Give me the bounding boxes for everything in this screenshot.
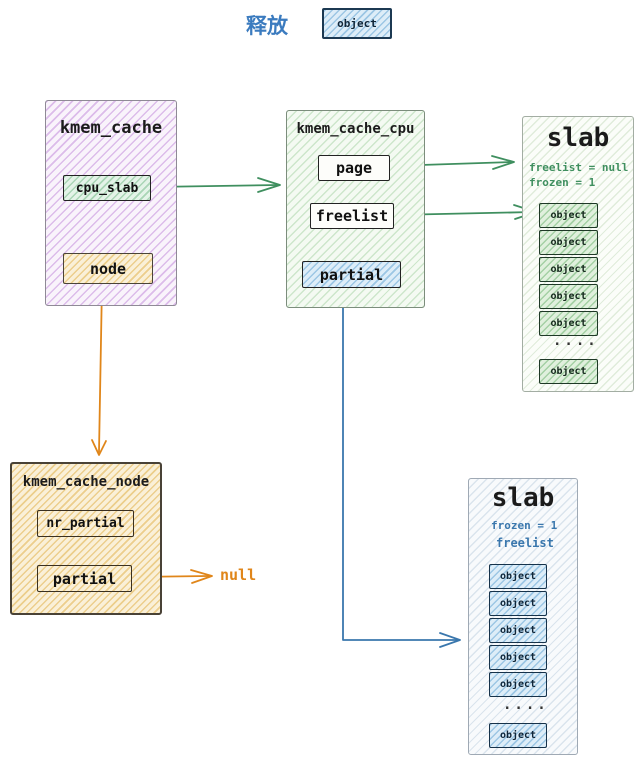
legend-action-label: 释放 [246, 14, 288, 38]
object-label: object [499, 598, 537, 609]
kmem-cache-node-title: kmem_cache_node [22, 474, 150, 490]
kmem-cache-cpu-box: kmem_cache_cpu page freelist partial [286, 110, 425, 308]
slab-top-title: slab [546, 123, 610, 153]
object-label: object [499, 652, 537, 663]
node-label: node [89, 259, 127, 278]
slab-top-object-tail: object [539, 359, 598, 384]
slab-top-object-3: object [539, 284, 598, 309]
slab-top-object-2: object [539, 257, 598, 282]
slab-top-object-0: object [539, 203, 598, 228]
slab-bottom-object-0: object [489, 564, 547, 589]
object-label: object [550, 366, 587, 377]
legend-object-label: object [337, 17, 377, 30]
page-field: page [318, 155, 390, 181]
arrow-partial-to-slab-bottom [342, 287, 461, 648]
node-partial-field: partial [37, 565, 132, 592]
slab-bottom-box: slab frozen = 1 freelist object object o… [468, 478, 578, 755]
freelist-label: freelist [315, 207, 389, 225]
slab-bottom-frozen-state: frozen = 1 [491, 519, 558, 532]
slab-top-freelist-state: freelist = null [529, 161, 629, 174]
slab-bottom-freelist-label: freelist [496, 536, 554, 550]
kmem-cache-box: kmem_cache cpu_slab node [45, 100, 177, 306]
object-label: object [550, 291, 587, 302]
slab-bottom-object-3: object [489, 645, 547, 670]
slab-bottom-object-4: object [489, 672, 547, 697]
cpu-slab-field: cpu_slab [63, 175, 151, 201]
slab-top-box: slab freelist = null frozen = 1 object o… [522, 116, 634, 392]
partial-field: partial [302, 261, 401, 288]
slab-top-object-4: object [539, 311, 598, 336]
page-label: page [335, 159, 373, 177]
kmem-cache-cpu-title: kmem_cache_cpu [296, 121, 415, 137]
object-label: object [550, 237, 587, 248]
slab-top-object-1: object [539, 230, 598, 255]
node-partial-label: partial [52, 569, 117, 588]
slab-top-ellipsis: .... [553, 333, 599, 349]
object-label: object [550, 210, 587, 221]
nr-partial-field: nr_partial [37, 510, 134, 537]
object-label: object [499, 625, 537, 636]
slab-bottom-object-2: object [489, 618, 547, 643]
object-label: object [550, 318, 587, 329]
kmem-cache-title: kmem_cache [59, 118, 163, 138]
object-label: object [499, 679, 537, 690]
cpu-slab-label: cpu_slab [75, 180, 139, 196]
kmem-cache-node-box: kmem_cache_node nr_partial partial [10, 462, 162, 615]
object-label: object [499, 730, 537, 741]
slab-top-frozen-state: frozen = 1 [529, 176, 596, 189]
nr-partial-label: nr_partial [46, 516, 125, 531]
partial-label: partial [319, 265, 384, 284]
arrow-node-to-kmem-cache-node [91, 283, 107, 456]
slab-bottom-title: slab [491, 483, 555, 513]
object-label: object [499, 571, 537, 582]
object-label: object [550, 264, 587, 275]
legend-object-box: object [322, 8, 392, 39]
null-label: null [220, 566, 257, 584]
slab-bottom-ellipsis: .... [503, 697, 549, 713]
node-field: node [63, 253, 153, 284]
slab-bottom-object-tail: object [489, 723, 547, 748]
slab-bottom-object-1: object [489, 591, 547, 616]
freelist-field: freelist [310, 203, 394, 229]
